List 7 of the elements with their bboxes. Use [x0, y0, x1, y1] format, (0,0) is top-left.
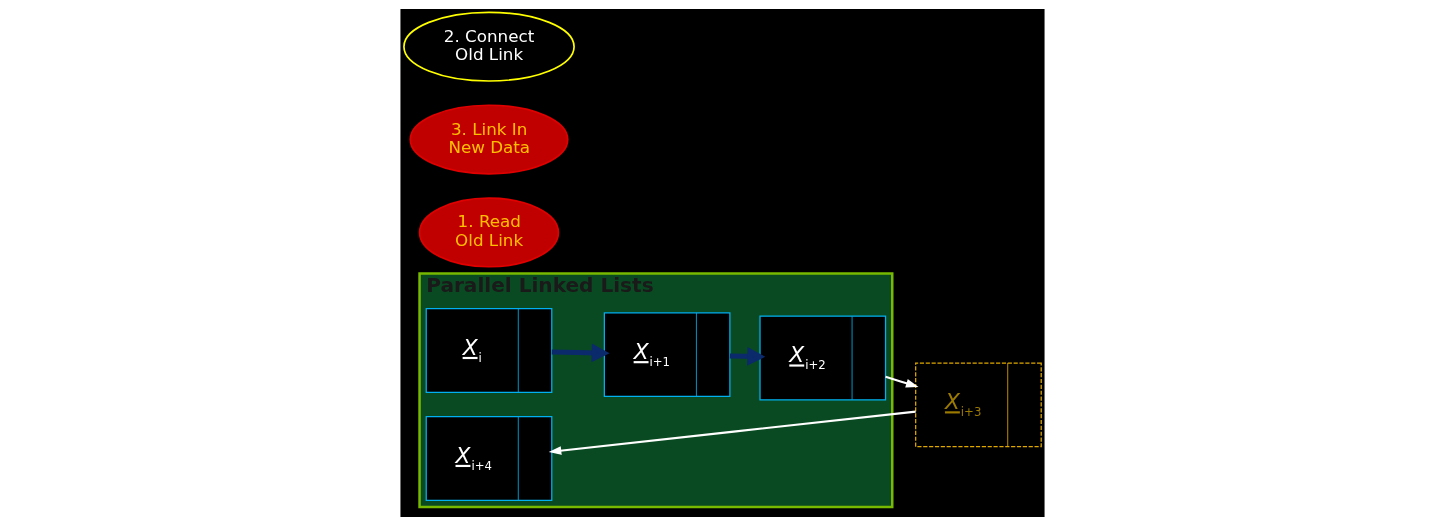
- node-ellipse: 3. Link In New Data: [409, 103, 569, 175]
- node-ellipse: 1. Read Old Link: [418, 196, 560, 268]
- arrow: [729, 346, 766, 366]
- arrow: [551, 342, 610, 362]
- node-ellipse: 2. Connect Old Link: [403, 11, 575, 82]
- arrow: [885, 375, 919, 387]
- arrow: [548, 410, 916, 455]
